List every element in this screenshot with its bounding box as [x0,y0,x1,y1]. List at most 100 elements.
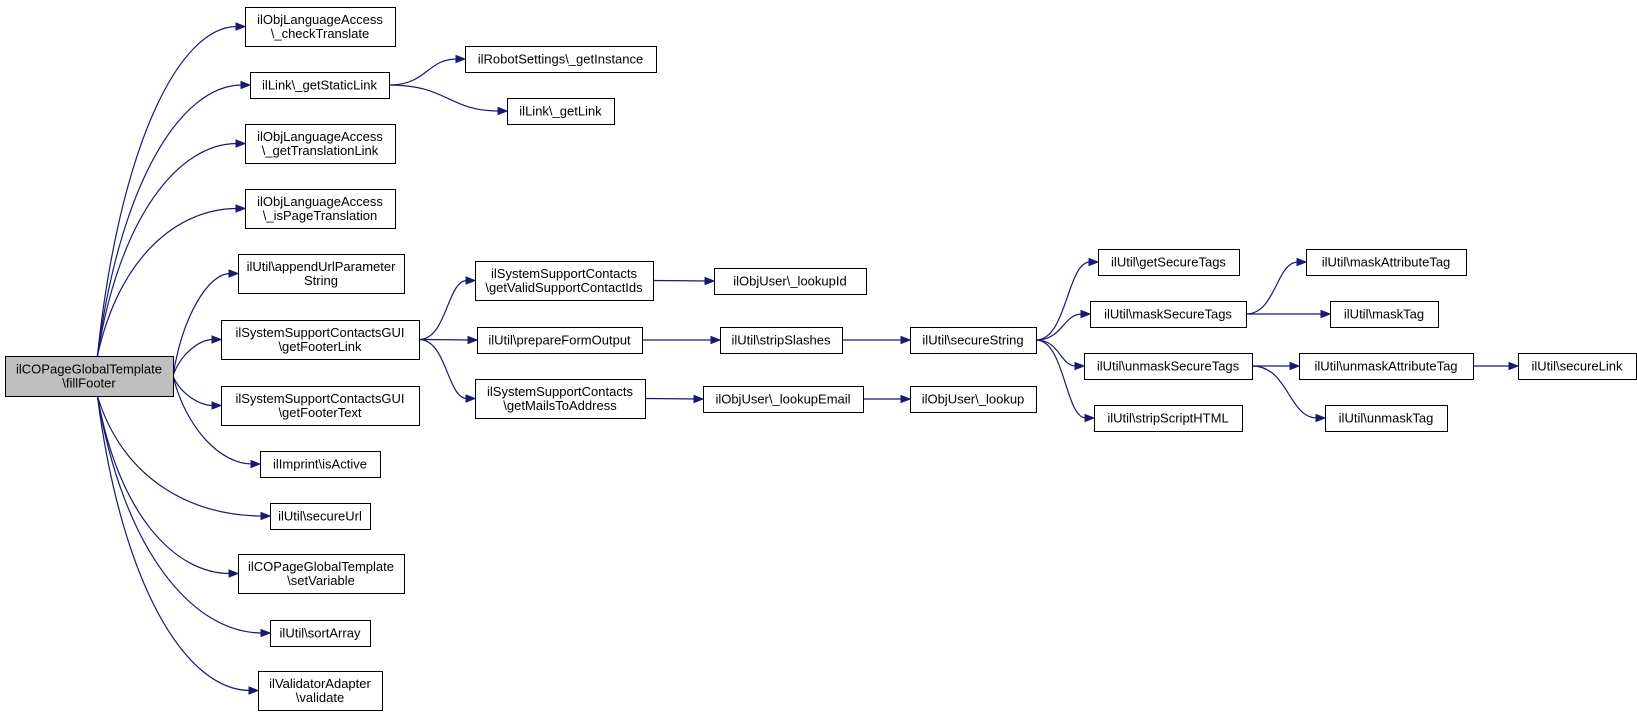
edge-maskSecureTags-to-maskAttributeTag [1245,261,1299,315]
node-secureString[interactable]: ilUtil\secureString [910,327,1037,354]
call-graph-edges [96,22,1520,695]
node-box [238,254,405,294]
node-label-line: ilUtil\maskTag [1344,307,1424,322]
arrowhead-icon [900,394,912,404]
node-getLink[interactable]: ilLink\_getLink [507,98,615,125]
arrowhead-icon [1289,361,1301,371]
node-stripSlashes[interactable]: ilUtil\stripSlashes [720,327,843,354]
node-maskAttributeTag[interactable]: ilUtil\maskAttributeTag [1306,249,1467,276]
node-getSecureTags[interactable]: ilUtil\getSecureTags [1098,249,1240,276]
node-box [245,124,396,164]
node-unmaskTag[interactable]: ilUtil\unmaskTag [1325,405,1448,432]
node-isActive[interactable]: ilImprint\isActive [260,451,381,478]
arrowhead-icon [235,139,247,148]
node-secureLink[interactable]: ilUtil\secureLink [1518,353,1637,380]
node-lookupEmail[interactable]: ilObjUser\_lookupEmail [703,386,864,413]
edge-unmaskSecureTags-to-unmaskTag [1251,365,1318,419]
node-label-line: ilSystemSupportContacts [487,384,633,399]
node-label-line: ilUtil\maskAttributeTag [1322,255,1451,270]
node-unmaskSecureTags[interactable]: ilUtil\unmaskSecureTags [1084,353,1253,380]
node-secureUrl[interactable]: ilUtil\secureUrl [270,503,371,530]
arrowhead-icon [1084,413,1096,423]
node-label-line: ilImprint\isActive [273,457,367,472]
node-lookupId[interactable]: ilObjUser\_lookupId [714,268,867,295]
node-label-line: ilCOPageGlobalTemplate [16,362,162,377]
node-label-line: ilSystemSupportContacts [491,266,637,281]
node-label-line: ilSystemSupportContactsGUI [235,391,404,406]
edge-fillFooter-to-appendUrlParameterString [172,272,231,377]
node-box [258,671,383,711]
node-prepareFormOutput[interactable]: ilUtil\prepareFormOutput [477,327,643,354]
node-box [270,620,371,647]
arrowhead-icon [1508,361,1520,371]
node-maskTag[interactable]: ilUtil\maskTag [1330,301,1439,328]
node-box [720,327,843,354]
node-box [1330,301,1439,328]
node-box [475,379,646,419]
node-checkTranslate[interactable]: ilObjLanguageAccess\_checkTranslate [245,7,396,47]
arrowhead-icon [467,335,479,345]
edge-fillFooter-to-getStaticLink [96,84,243,357]
edge-fillFooter-to-validate [96,395,251,692]
arrowhead-icon [455,54,467,64]
node-label-line: ilUtil\prepareFormOutput [488,333,631,348]
node-label-line: ilUtil\stripScriptHTML [1107,411,1228,426]
edge-fillFooter-to-checkTranslate [96,25,238,357]
arrowhead-icon [248,686,260,695]
node-label-line: ilObjLanguageAccess [257,12,383,27]
node-label-line: ilLink\_getLink [519,104,602,119]
node-box [5,356,174,397]
node-stripScriptHTML[interactable]: ilUtil\stripScriptHTML [1094,405,1243,432]
node-box [270,503,371,530]
edge-secureString-to-unmaskSecureTags [1035,339,1077,367]
node-getFooterLink[interactable]: ilSystemSupportContactsGUI\getFooterLink [221,320,420,360]
node-label-line: ilRobotSettings\_getInstance [478,52,644,67]
node-fillFooter[interactable]: ilCOPageGlobalTemplate\fillFooter [5,356,174,397]
arrowhead-icon [240,80,252,90]
node-setVariable[interactable]: ilCOPageGlobalTemplate\setVariable [238,554,405,594]
edge-getStaticLink-to-getInstance [388,58,458,86]
node-lookup[interactable]: ilObjUser\_lookup [910,386,1037,413]
node-validate[interactable]: ilValidatorAdapter\validate [258,671,383,711]
arrowhead-icon [465,276,477,285]
node-getValidSupportContactIds[interactable]: ilSystemSupportContacts\getValidSupportC… [475,261,654,301]
node-isPageTranslation[interactable]: ilObjLanguageAccess\_isPageTranslation [245,189,396,229]
node-label-line: ilUtil\appendUrlParameter [247,259,397,274]
arrowhead-icon [1080,309,1092,319]
edge-secureString-to-getSecureTags [1035,261,1091,341]
node-box [703,386,864,413]
node-getInstance[interactable]: ilRobotSettings\_getInstance [465,46,657,73]
arrowhead-icon [465,394,477,403]
node-box [507,98,615,125]
node-label-line: ilUtil\unmaskAttributeTag [1314,359,1457,374]
node-getStaticLink[interactable]: ilLink\_getStaticLink [250,72,390,99]
node-sortArray[interactable]: ilUtil\sortArray [270,620,371,647]
node-box [1090,301,1247,328]
edge-getStaticLink-to-getLink [388,84,500,112]
node-label-line: ilUtil\getSecureTags [1111,255,1226,270]
arrowhead-icon [1315,413,1327,423]
node-getFooterText[interactable]: ilSystemSupportContactsGUI\getFooterText [221,386,420,426]
edge-fillFooter-to-isActive [172,375,253,465]
node-label-line: \fillFooter [62,376,116,391]
node-box [1094,405,1243,432]
node-label-line: ilUtil\stripSlashes [732,333,831,348]
node-box [1299,353,1474,380]
node-label-line: ilObjUser\_lookup [922,392,1025,407]
node-label-line: String [304,273,338,288]
node-maskSecureTags[interactable]: ilUtil\maskSecureTags [1090,301,1247,328]
node-label-line: ilUtil\secureLink [1531,359,1623,374]
node-label-line: ilUtil\maskSecureTags [1104,307,1232,322]
edge-fillFooter-to-getFooterText [172,375,214,407]
arrowhead-icon [704,276,716,286]
node-label-line: ilUtil\secureString [922,333,1023,348]
node-getMailsToAddress[interactable]: ilSystemSupportContacts\getMailsToAddres… [475,379,646,419]
node-box [477,327,643,354]
node-unmaskAttributeTag[interactable]: ilUtil\unmaskAttributeTag [1299,353,1474,380]
node-box [1325,405,1448,432]
edge-fillFooter-to-getFooterLink [172,338,214,377]
edge-fillFooter-to-isPageTranslation [96,207,238,357]
node-getTranslationLink[interactable]: ilObjLanguageAccess\_getTranslationLink [245,124,396,164]
